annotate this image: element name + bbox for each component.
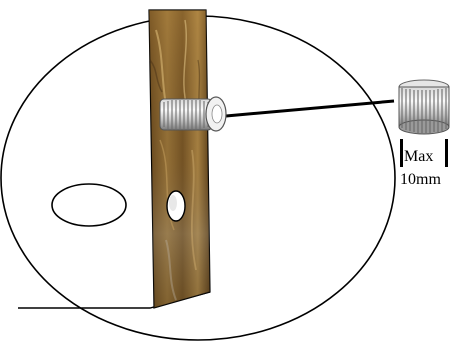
mounting-strip [149,10,210,308]
knurled-nut-icon [160,97,226,131]
panel-hole [52,184,126,226]
dimension-bar-left [400,139,403,167]
dimension-bar-right [445,139,448,167]
hole-icon [167,191,185,221]
max-label: Max [404,149,433,165]
size-label: 10mm [400,172,441,188]
knurled-nut-icon [399,80,449,134]
